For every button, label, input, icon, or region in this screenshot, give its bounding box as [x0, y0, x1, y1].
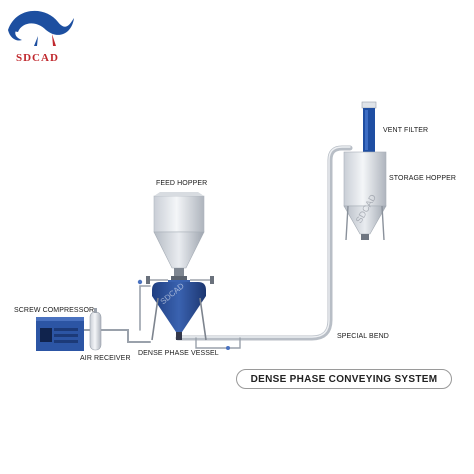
- label-storage-hopper: STORAGE HOPPER: [389, 175, 457, 182]
- diagram-title: DENSE PHASE CONVEYING SYSTEM: [250, 373, 438, 385]
- label-vent-filter: VENT FILTER: [383, 127, 429, 134]
- label-feed-hopper: FEED HOPPER: [156, 180, 208, 187]
- feed-hopper: [153, 192, 205, 280]
- piping: [83, 145, 353, 349]
- label-dense-phase-vessel: DENSE PHASE VESSEL: [138, 350, 219, 357]
- air-receiver: [89, 308, 102, 351]
- storage-hopper: [343, 101, 387, 241]
- dense-phase-vessel: [146, 276, 214, 341]
- label-screw-compressor: SCREW COMPRESSOR: [14, 307, 95, 314]
- air-line-up: [139, 285, 151, 331]
- logo-leg-left: [34, 36, 38, 46]
- diagram-title-box: DENSE PHASE CONVEYING SYSTEM: [236, 369, 452, 389]
- gauges: [137, 279, 230, 350]
- label-special-bend: SPECIAL BEND: [337, 333, 389, 340]
- conveying-line: [175, 145, 353, 341]
- logo-wave: [8, 10, 74, 35]
- screw-compressor: [36, 317, 84, 351]
- conveying-line-highlight: [177, 146, 351, 338]
- brand-logo: [8, 10, 74, 46]
- label-air-receiver: AIR RECEIVER: [80, 355, 131, 362]
- bypass-line: [195, 337, 241, 349]
- logo-leg-right: [52, 34, 56, 46]
- logo-wave-tail: [8, 30, 22, 41]
- brand-name: SDCAD: [16, 52, 59, 64]
